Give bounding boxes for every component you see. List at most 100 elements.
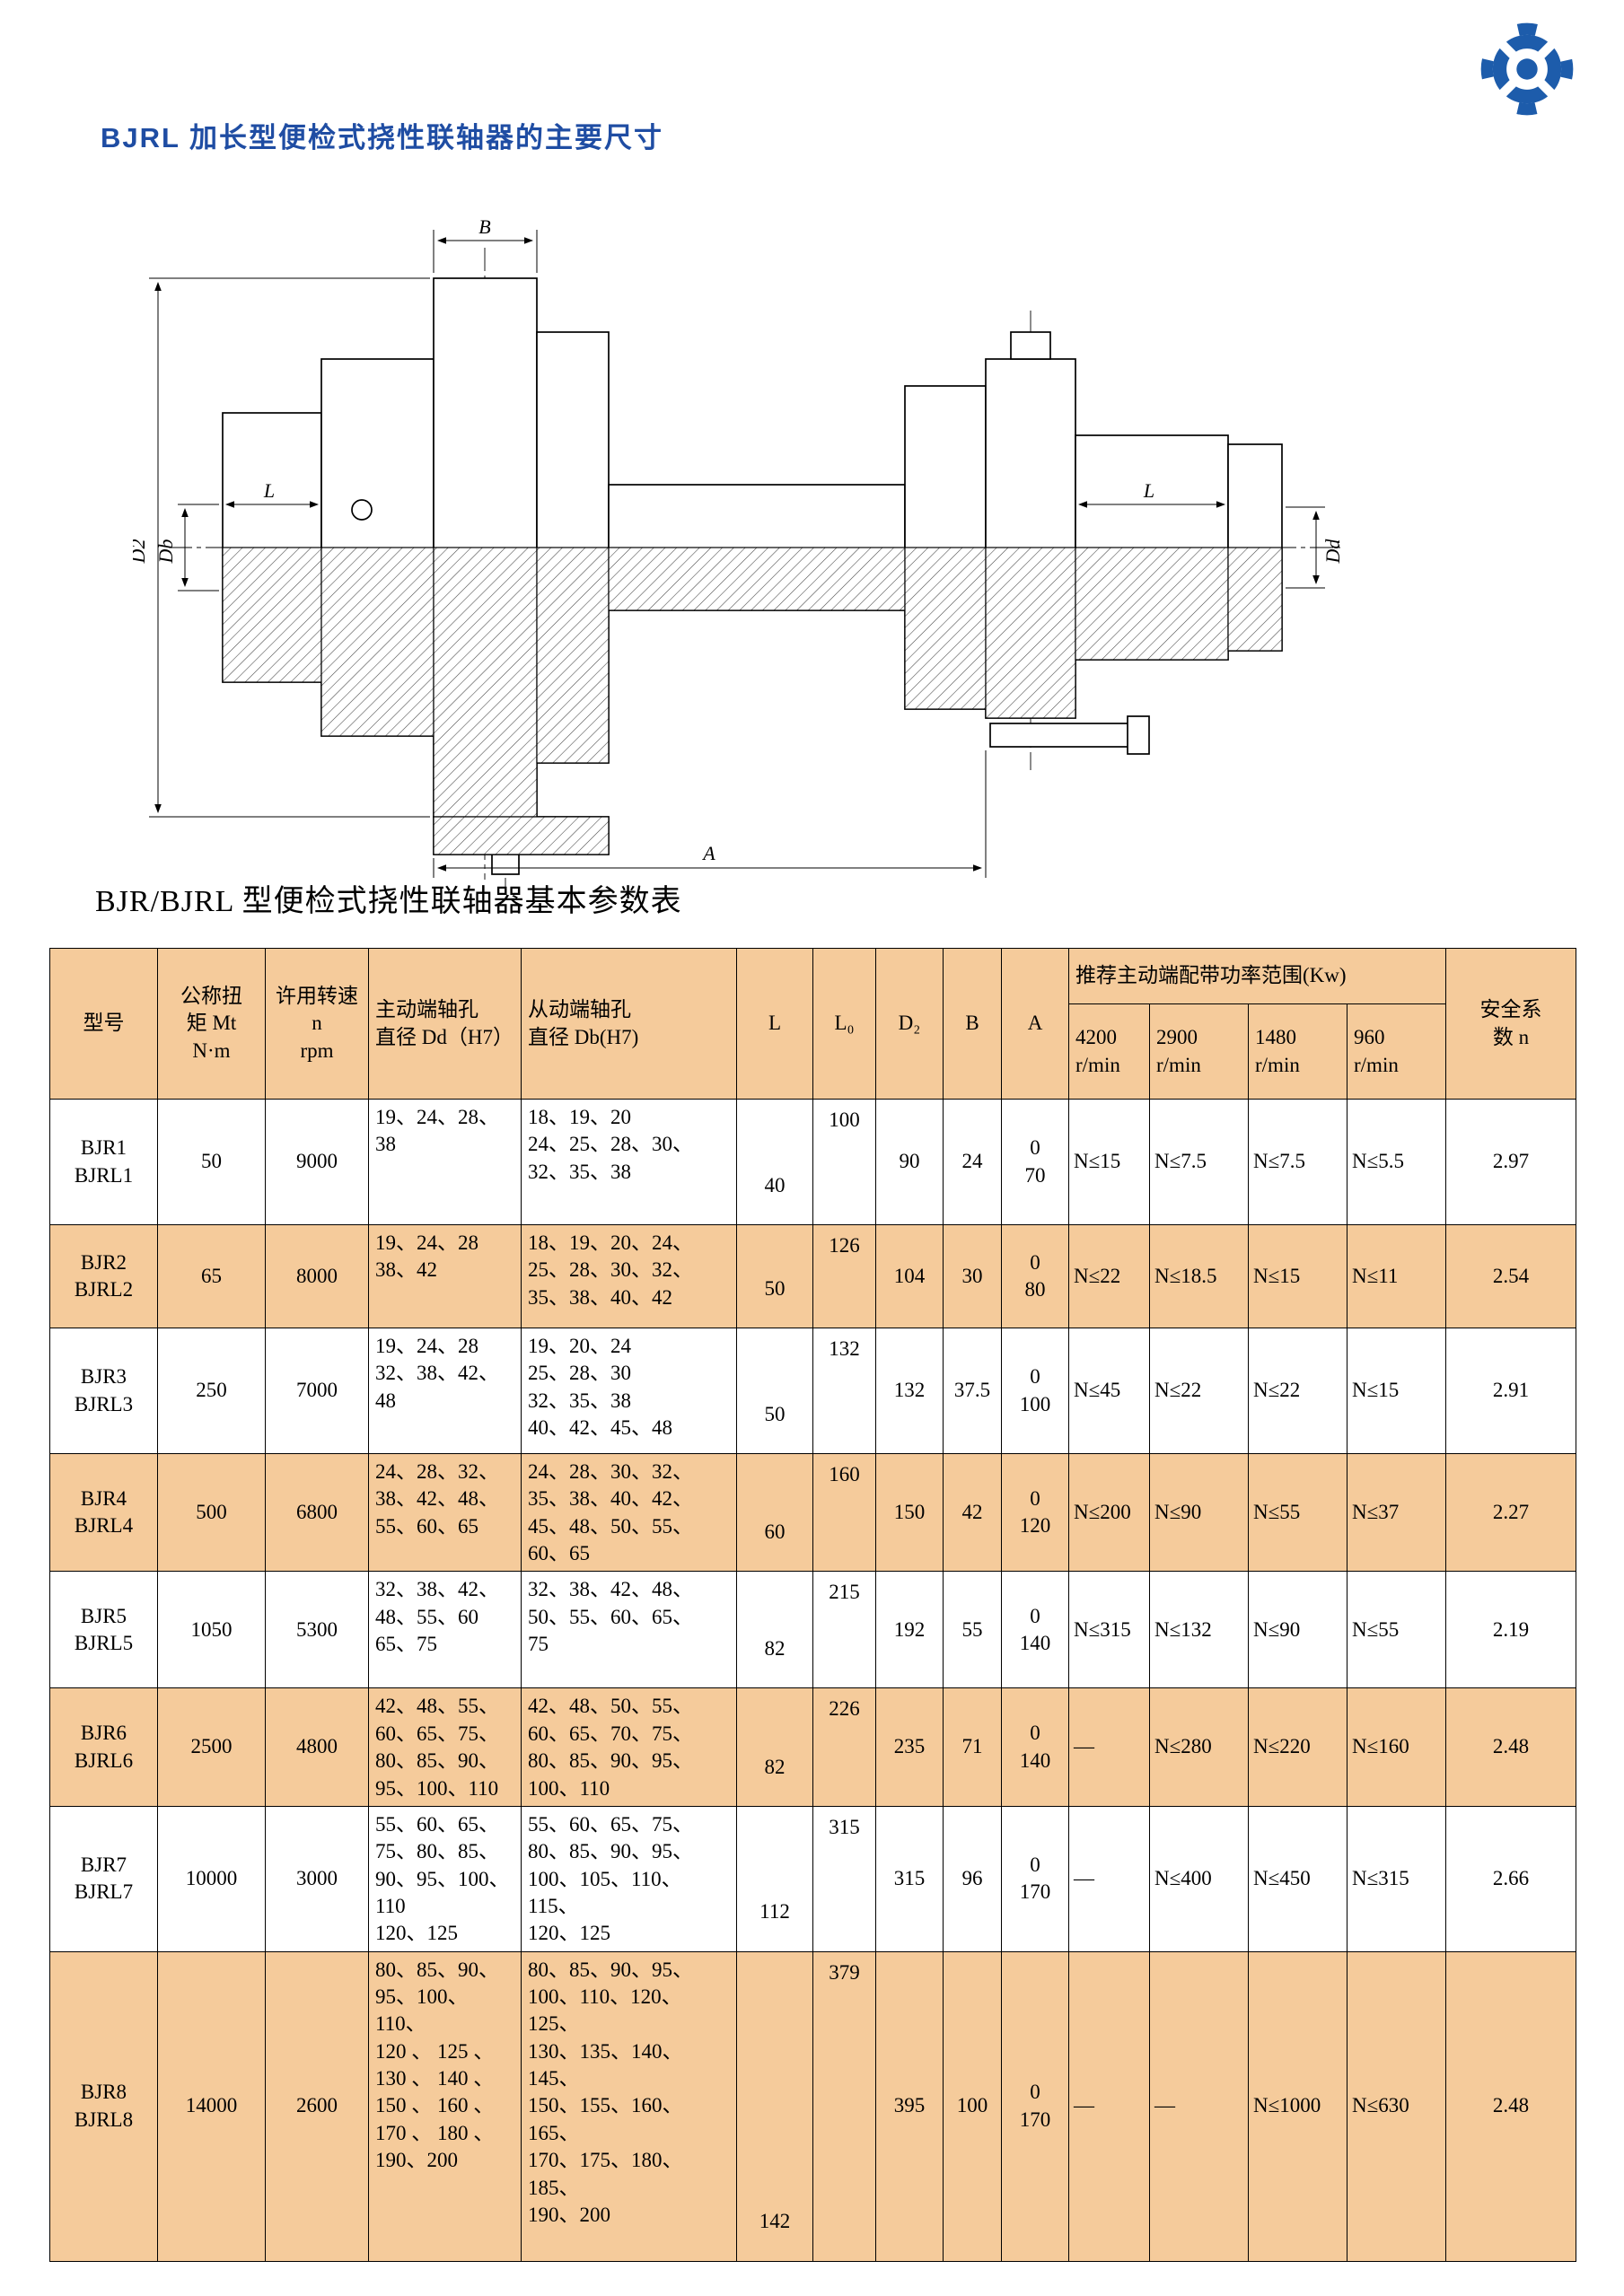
- cell-power-4200: —: [1068, 1805, 1150, 1952]
- cell-d2: 395: [875, 1950, 944, 2262]
- table-row: BJR6 BJRL6 2500 4800 42、48、55、 60、65、75、…: [49, 1687, 1577, 1807]
- cell-power-1480: N≤55: [1248, 1452, 1347, 1573]
- cell-l0: 379: [812, 1950, 876, 2262]
- cell-model: BJR5 BJRL5: [49, 1571, 158, 1689]
- cell-a: 0 170: [1001, 1950, 1069, 2262]
- col-header-b: B: [943, 948, 1002, 1100]
- logo-cutouts: [1495, 37, 1559, 101]
- cell-model: BJR4 BJRL4: [49, 1452, 158, 1573]
- company-logo-icon: [1480, 22, 1574, 116]
- cell-power-4200: N≤200: [1068, 1452, 1150, 1573]
- cell-power-1480: N≤7.5: [1248, 1099, 1347, 1225]
- cell-speed: 3000: [265, 1805, 369, 1952]
- cell-model: BJR1 BJRL1: [49, 1099, 158, 1225]
- cell-power-960: N≤5.5: [1346, 1099, 1447, 1225]
- cell-safety: 2.66: [1445, 1805, 1577, 1952]
- cell-l: 82: [736, 1571, 813, 1689]
- cell-driving-bores: 19、24、28 38、42: [368, 1224, 522, 1328]
- cell-power-1480: N≤220: [1248, 1687, 1347, 1807]
- cell-safety: 2.91: [1445, 1328, 1577, 1454]
- coupling-drawing: B L L D2 Db Dd A: [127, 215, 1344, 887]
- cell-power-4200: N≤22: [1068, 1224, 1150, 1328]
- cell-l0: 315: [812, 1805, 876, 1952]
- cell-d2: 315: [875, 1805, 944, 1952]
- cell-power-1480: N≤1000: [1248, 1950, 1347, 2262]
- cell-driven-bores: 19、20、24 25、28、30 32、35、38 40、42、45、48: [521, 1328, 737, 1454]
- cell-l: 50: [736, 1328, 813, 1454]
- cell-power-2900: N≤22: [1149, 1328, 1249, 1454]
- cell-power-2900: N≤7.5: [1149, 1099, 1249, 1225]
- cell-a: 0 120: [1001, 1452, 1069, 1573]
- cell-power-4200: N≤15: [1068, 1099, 1150, 1225]
- cell-power-960: N≤11: [1346, 1224, 1447, 1328]
- cell-torque: 1050: [157, 1571, 266, 1689]
- cell-safety: 2.19: [1445, 1571, 1577, 1689]
- cell-l0: 132: [812, 1328, 876, 1454]
- cell-a: 0 140: [1001, 1687, 1069, 1807]
- cell-l0: 100: [812, 1099, 876, 1225]
- cell-l0: 226: [812, 1687, 876, 1807]
- cell-l: 82: [736, 1687, 813, 1807]
- cell-l0: 126: [812, 1224, 876, 1328]
- cell-torque: 50: [157, 1099, 266, 1225]
- table-row: BJR7 BJRL7 10000 3000 55、60、65、 75、80、85…: [49, 1805, 1577, 1952]
- cell-power-4200: —: [1068, 1687, 1150, 1807]
- cell-l0: 160: [812, 1452, 876, 1573]
- cell-d2: 192: [875, 1571, 944, 1689]
- dim-label-db: Db: [154, 539, 177, 565]
- cell-b: 55: [943, 1571, 1002, 1689]
- cell-driving-bores: 19、24、28 32、38、42、 48: [368, 1328, 522, 1454]
- col-header-rpm-2900: 2900 r/min: [1149, 1003, 1249, 1100]
- cell-power-1480: N≤15: [1248, 1224, 1347, 1328]
- col-header-torque: 公称扭 矩 Mt N·m: [157, 948, 266, 1100]
- cell-safety: 2.48: [1445, 1687, 1577, 1807]
- cell-power-2900: —: [1149, 1950, 1249, 2262]
- cell-driving-bores: 55、60、65、 75、80、85、 90、95、100、 110 120、1…: [368, 1805, 522, 1952]
- col-header-rpm-4200: 4200 r/min: [1068, 1003, 1150, 1100]
- cell-torque: 10000: [157, 1805, 266, 1952]
- cell-power-1480: N≤450: [1248, 1805, 1347, 1952]
- cell-driven-bores: 24、28、30、32、 35、38、40、42、 45、48、50、55、 6…: [521, 1452, 737, 1573]
- col-header-model: 型号: [49, 948, 158, 1100]
- col-header-a: A: [1001, 948, 1069, 1100]
- cell-speed: 2600: [265, 1950, 369, 2262]
- cell-safety: 2.97: [1445, 1099, 1577, 1225]
- cell-d2: 235: [875, 1687, 944, 1807]
- cell-torque: 500: [157, 1452, 266, 1573]
- cell-speed: 9000: [265, 1099, 369, 1225]
- section-hatching: [222, 547, 1283, 855]
- cell-model: BJR2 BJRL2: [49, 1224, 158, 1328]
- col-header-d2: D₂: [875, 948, 944, 1100]
- col-header-speed: 许用转速 n rpm: [265, 948, 369, 1100]
- cell-driven-bores: 18、19、20、24、 25、28、30、32、 35、38、40、42: [521, 1224, 737, 1328]
- dimension-lines: [149, 230, 1325, 878]
- dim-label-dd: Dd: [1321, 539, 1344, 565]
- cell-power-2900: N≤132: [1149, 1571, 1249, 1689]
- dim-label-l-right: L: [1143, 479, 1154, 502]
- cell-power-960: N≤37: [1346, 1452, 1447, 1573]
- cell-safety: 2.27: [1445, 1452, 1577, 1573]
- col-header-safety: 安全系 数 n: [1445, 948, 1577, 1100]
- cell-power-2900: N≤90: [1149, 1452, 1249, 1573]
- cell-speed: 7000: [265, 1328, 369, 1454]
- cell-safety: 2.54: [1445, 1224, 1577, 1328]
- col-header-power-group: 推荐主动端配带功率范围(Kw): [1067, 948, 1447, 1004]
- cell-d2: 132: [875, 1328, 944, 1454]
- cell-model: BJR6 BJRL6: [49, 1687, 158, 1807]
- table-row: BJR4 BJRL4 500 6800 24、28、32、 38、42、48、 …: [49, 1452, 1577, 1573]
- cell-b: 96: [943, 1805, 1002, 1952]
- parameters-table: 型号 公称扭 矩 Mt N·m 许用转速 n rpm 主动端轴孔 直径 Dd（H…: [49, 948, 1577, 2262]
- cell-a: 0 170: [1001, 1805, 1069, 1952]
- table-row: BJR2 BJRL2 65 8000 19、24、28 38、42 18、19、…: [49, 1224, 1577, 1328]
- cell-power-1480: N≤90: [1248, 1571, 1347, 1689]
- cell-l: 40: [736, 1099, 813, 1225]
- table-row: BJR5 BJRL5 1050 5300 32、38、42、 48、55、60 …: [49, 1571, 1577, 1689]
- cell-l: 112: [736, 1805, 813, 1952]
- cell-driving-bores: 24、28、32、 38、42、48、 55、60、65: [368, 1452, 522, 1573]
- cell-b: 30: [943, 1224, 1002, 1328]
- col-header-l0: L₀: [812, 948, 876, 1100]
- cell-driving-bores: 42、48、55、 60、65、75、 80、85、90、 95、100、110: [368, 1687, 522, 1807]
- cell-power-960: N≤630: [1346, 1950, 1447, 2262]
- col-header-driving-bore: 主动端轴孔 直径 Dd（H7）: [368, 948, 522, 1100]
